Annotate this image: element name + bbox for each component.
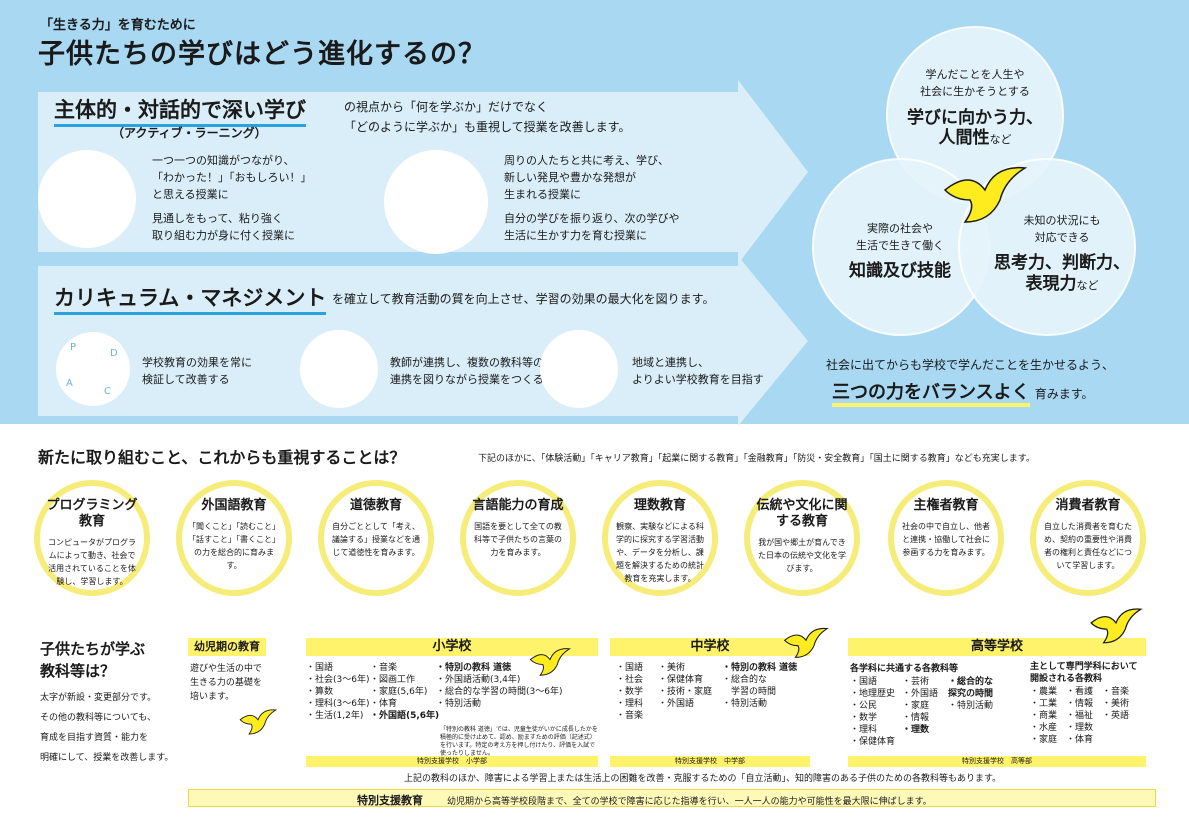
initiative-title: 外国語教育 xyxy=(201,498,267,513)
initiative-title: 言語能力の育成 xyxy=(472,498,564,513)
subjects-notes: 太字が新設・変更部分です。その他の教科等についても、育成を目指す資質・能力を明確… xyxy=(40,693,174,763)
special-needs-elem: 特別支援学校 小学部 xyxy=(306,756,598,767)
venn-right: 未知の状況にも対応できる 思考力、判断力、 表現力など xyxy=(994,214,1130,294)
hs-spec: 主として専門学科において開設される各教科 xyxy=(1030,662,1138,684)
pdca-cycle-illustration: P D C A xyxy=(56,332,130,406)
bird-icon xyxy=(943,166,1028,223)
bird-icon xyxy=(529,648,572,676)
initiative-desc: 「聞くこと」「読むこと」「話すこと」「書くこと」の力を総合的に育みます。 xyxy=(188,522,280,570)
subjects-heading: 子供たちが学ぶ教科等は？ xyxy=(40,640,146,680)
active-point-3: 周りの人たちと共に考え、学び、新しい発見や豊かな発想が生まれる授業に xyxy=(504,154,669,201)
curriculum-heading: カリキュラム・マネジメント xyxy=(54,282,327,315)
magnifier-child-illustration xyxy=(38,150,136,248)
hs-col-1: ・国語・地理歴史・公民・数学・理科・保健体育 xyxy=(850,677,896,747)
initiative-desc: コンピュータがプログラムによって動き、社会で活用されていることを体験し、学習しま… xyxy=(48,538,136,586)
bird-icon xyxy=(239,709,278,735)
hs-spec-3: ・音楽・美術・英語 xyxy=(1102,687,1130,721)
initiative-circle: 伝統や文化に関する教育我が国や郷土が育んできた日本の伝統や文化を学びます。 xyxy=(744,480,860,596)
initiative-circle: 理数教育観察、実験などによる科学的に探究する学習活動や、データを分析し、課題を解… xyxy=(602,480,718,596)
bird-icon xyxy=(783,627,829,658)
active-point-2: 見通しをもって、粘り強く取り組む力が身に付く授業に xyxy=(152,212,295,242)
initiative-desc: 自分ごととして「考え、議論する」授業などを通じて道徳性を育みます。 xyxy=(332,522,420,557)
hs-spec-1: ・農業・工業・商業・水産・家庭 xyxy=(1030,687,1058,745)
pdca-a: A xyxy=(66,378,73,389)
footer-note: 上記の教科のほか、障害による学習上または生活上の困難を改善・克服するための「自立… xyxy=(404,774,1002,784)
jh-col-2: ・美術・保健体育・技術・家庭・外国語 xyxy=(658,663,713,709)
initiative-title: 主権者教育 xyxy=(913,498,979,513)
kicker: 「生きる力」を育むために xyxy=(40,18,196,33)
hs-title: 高等学校 xyxy=(848,638,1146,656)
hs-spec-2: ・看護・情報・福祉・理数・体育 xyxy=(1066,687,1094,745)
pdca-c: C xyxy=(104,386,111,397)
initiative-desc: 社会の中で自立し、他者と連携・協働して社会に参画する力を育みます。 xyxy=(902,522,990,557)
initiative-desc: 自立した消費者を育むため、契約の重要性や消費者の権利と責任などについて学習します… xyxy=(1044,522,1132,570)
initiative-circle: 消費者教育自立した消費者を育むため、契約の重要性や消費者の権利と責任などについて… xyxy=(1030,480,1146,596)
arrow-head xyxy=(738,256,808,426)
hs-col-2: ・芸術・外国語・家庭・情報・理数 xyxy=(902,677,939,735)
teachers-illustration xyxy=(300,330,378,408)
active-desc2: 「どのように学ぶか」も重視して授業を改善します。 xyxy=(344,120,631,134)
active-heading: 主体的・対話的で深い学び xyxy=(54,94,306,127)
venn-footer-1: 社会に出てからも学校で学んだことを生かせるよう、 xyxy=(826,358,1115,372)
initiative-title: 道徳教育 xyxy=(349,498,402,513)
active-heading-text: 主体的・対話的で深い学び xyxy=(54,98,306,127)
elem-col-3: ・特別の教科 道徳・外国語活動(3,4年)・総合的な学習の時間(3〜6年)・特別… xyxy=(436,663,563,709)
community-illustration xyxy=(540,330,618,408)
hs-common: 各学科に共通する各教科等 xyxy=(850,664,959,674)
new-note: 下記のほかに、「体験活動」「キャリア教育」「起業に関する教育」「金融教育」「防災… xyxy=(478,454,1035,464)
initiative-title: 理数教育 xyxy=(633,498,686,513)
initiative-circle: プログラミング教育コンピュータがプログラムによって動き、社会で活用されていること… xyxy=(34,480,150,596)
curriculum-item-1: 学校教育の効果を常に検証して改善する xyxy=(142,356,252,386)
pdca-p: P xyxy=(70,342,77,353)
venn-footer-2: 三つの力をバランスよく 育みます。 xyxy=(832,378,1094,407)
elem-title: 小学校 xyxy=(306,638,598,656)
bird-icon xyxy=(1090,608,1143,644)
special-needs-jh: 特別支援学校 中学部 xyxy=(610,756,810,767)
jh-title: 中学校 xyxy=(610,638,810,656)
jh-col-1: ・国語・社会・数学・理科・音楽 xyxy=(616,663,644,721)
page-title: 子供たちの学びはどう進化するの？ xyxy=(38,39,486,70)
new-heading: 新たに取り組むこと、これからも重視することは？ xyxy=(38,448,406,467)
arrow-head xyxy=(738,80,808,264)
elem-note: 「特別の教科 道徳」では、児童生徒がいかに成長したかを積極的に受け止めて、認め、… xyxy=(440,726,598,757)
initiative-title: 消費者教育 xyxy=(1055,498,1121,513)
jh-col-3: ・特別の教科 道徳・総合的な 学習の時間・特別活動 xyxy=(722,663,798,709)
active-learning-arrow xyxy=(38,92,738,252)
special-desc: 幼児期から高等学校段階まで、全ての学校で障害に応じた指導を行い、一人一人の能力や… xyxy=(447,797,932,807)
initiative-title: プログラミング教育 xyxy=(46,498,138,529)
group-children-illustration xyxy=(384,150,488,254)
initiative-desc: 我が国や郷土が育んできた日本の伝統や文化を学びます。 xyxy=(758,538,846,573)
active-sub: （アクティブ・ラーニング） xyxy=(112,126,267,140)
venn-top: 学んだことを人生や社会に生かそうとする 学びに向かう力、 人間性など xyxy=(907,68,1043,148)
active-point-4: 自分の学びを振り返り、次の学びや生活に生かす力を育む授業に xyxy=(504,212,680,242)
kinder-title: 幼児期の教育 xyxy=(188,638,266,656)
initiative-circle: 道徳教育自分ごととして「考え、議論する」授業などを通じて道徳性を育みます。 xyxy=(318,480,434,596)
initiative-circle: 外国語教育「聞くこと」「読むこと」「話すこと」「書くこと」の力を総合的に育みます… xyxy=(176,480,292,596)
elem-col-1: ・国語・社会(3〜6年)・算数・理科(3〜6年)・生活(1,2年) xyxy=(306,663,370,721)
curriculum-item-3: 地域と連携し、よりよい学校教育を目指す xyxy=(632,356,764,386)
elem-col-2: ・音楽・図画工作・家庭(5,6年)・体育・外国語(5,6年) xyxy=(370,663,440,721)
initiative-circle: 主権者教育社会の中で自立し、他者と連携・協働して社会に参画する力を育みます。 xyxy=(888,480,1004,596)
active-desc1: の視点から「何を学ぶか」だけでなく xyxy=(344,100,549,114)
initiative-desc: 観察、実験などによる科学的に探究する学習活動や、データを分析し、課題を解決するた… xyxy=(616,522,704,583)
kinder-desc: 遊びや生活の中で生きる力の基礎を培います。 xyxy=(190,664,263,702)
active-point-1: 一つ一つの知識がつながり、「わかった！」「おもしろい！」と思える授業に xyxy=(152,154,312,201)
curriculum-desc: を確立して教育活動の質を向上させ、学習の効果の最大化を図ります。 xyxy=(332,292,715,306)
special-education-bar: 特別支援教育 幼児期から高等学校段階まで、全ての学校で障害に応じた指導を行い、一… xyxy=(188,789,1156,807)
curriculum-arrow xyxy=(38,266,738,416)
initiative-desc: 国語を要として全ての教科等で子供たちの言葉の力を育みます。 xyxy=(474,522,562,557)
curriculum-item-2: 教師が連携し、複数の教科等の連携を図りながら授業をつくる xyxy=(390,356,544,386)
initiative-circle: 言語能力の育成国語を要として全ての教科等で子供たちの言葉の力を育みます。 xyxy=(460,480,576,596)
special-needs-hs: 特別支援学校 高等部 xyxy=(848,756,1146,767)
pdca-d: D xyxy=(110,348,118,359)
hs-col-3: ・総合的な探究の時間・特別活動 xyxy=(948,677,994,711)
initiative-title: 伝統や文化に関する教育 xyxy=(756,498,848,529)
special-title: 特別支援教育 xyxy=(357,794,423,807)
venn-left: 実際の社会や生活で生きて働く 知識及び技能 xyxy=(849,222,951,281)
